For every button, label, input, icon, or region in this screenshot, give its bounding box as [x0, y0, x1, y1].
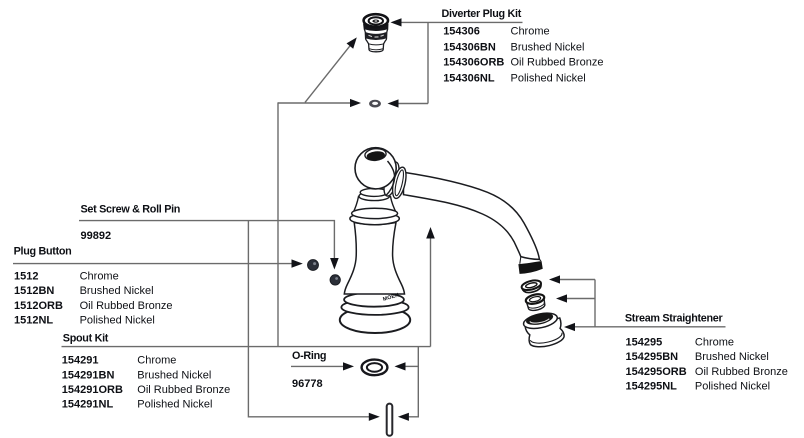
svg-text:1512: 1512 [14, 270, 38, 282]
svg-text:Set Screw & Roll Pin: Set Screw & Roll Pin [81, 204, 181, 216]
svg-text:154306BN: 154306BN [443, 42, 496, 54]
svg-text:Polished Nickel: Polished Nickel [137, 399, 212, 411]
svg-text:154295BN: 154295BN [626, 351, 679, 363]
svg-text:Brushed Nickel: Brushed Nickel [80, 285, 154, 297]
svg-text:Plug Button: Plug Button [14, 245, 72, 257]
svg-text:154306NL: 154306NL [443, 72, 495, 84]
svg-text:Polished Nickel: Polished Nickel [511, 72, 586, 84]
svg-text:Spout Kit: Spout Kit [63, 333, 109, 345]
svg-text:Diverter Plug Kit: Diverter Plug Kit [442, 8, 522, 20]
svg-text:Brushed Nickel: Brushed Nickel [511, 42, 585, 54]
svg-text:Chrome: Chrome [137, 355, 176, 367]
svg-text:O-Ring: O-Ring [292, 350, 326, 362]
svg-text:154295: 154295 [626, 337, 663, 349]
svg-text:Polished Nickel: Polished Nickel [80, 315, 155, 327]
svg-text:Oil Rubbed Bronze: Oil Rubbed Bronze [695, 366, 788, 378]
svg-text:1512ORB: 1512ORB [14, 300, 63, 312]
svg-text:Polished Nickel: Polished Nickel [695, 381, 770, 393]
svg-text:Chrome: Chrome [695, 337, 734, 349]
svg-text:1512NL: 1512NL [14, 315, 53, 327]
svg-text:Oil Rubbed Bronze: Oil Rubbed Bronze [137, 384, 230, 396]
svg-text:Chrome: Chrome [511, 25, 550, 37]
svg-text:1512BN: 1512BN [14, 285, 54, 297]
svg-text:154291ORB: 154291ORB [62, 384, 123, 396]
svg-text:Oil Rubbed Bronze: Oil Rubbed Bronze [511, 57, 604, 69]
svg-text:154291: 154291 [62, 355, 99, 367]
svg-text:Brushed Nickel: Brushed Nickel [137, 370, 211, 382]
svg-text:154306: 154306 [443, 25, 480, 37]
svg-text:99892: 99892 [81, 230, 112, 242]
svg-text:Stream Straightener: Stream Straightener [625, 312, 724, 324]
svg-text:154295ORB: 154295ORB [626, 366, 687, 378]
svg-text:154291BN: 154291BN [62, 370, 115, 382]
svg-text:MOEN: MOEN [382, 292, 400, 303]
svg-text:154295NL: 154295NL [626, 381, 678, 393]
svg-text:96778: 96778 [292, 378, 323, 390]
svg-text:154291NL: 154291NL [62, 399, 114, 411]
svg-text:Brushed Nickel: Brushed Nickel [695, 351, 769, 363]
svg-text:Chrome: Chrome [80, 270, 119, 282]
svg-text:154306ORB: 154306ORB [443, 57, 504, 69]
svg-text:Oil Rubbed Bronze: Oil Rubbed Bronze [80, 300, 173, 312]
